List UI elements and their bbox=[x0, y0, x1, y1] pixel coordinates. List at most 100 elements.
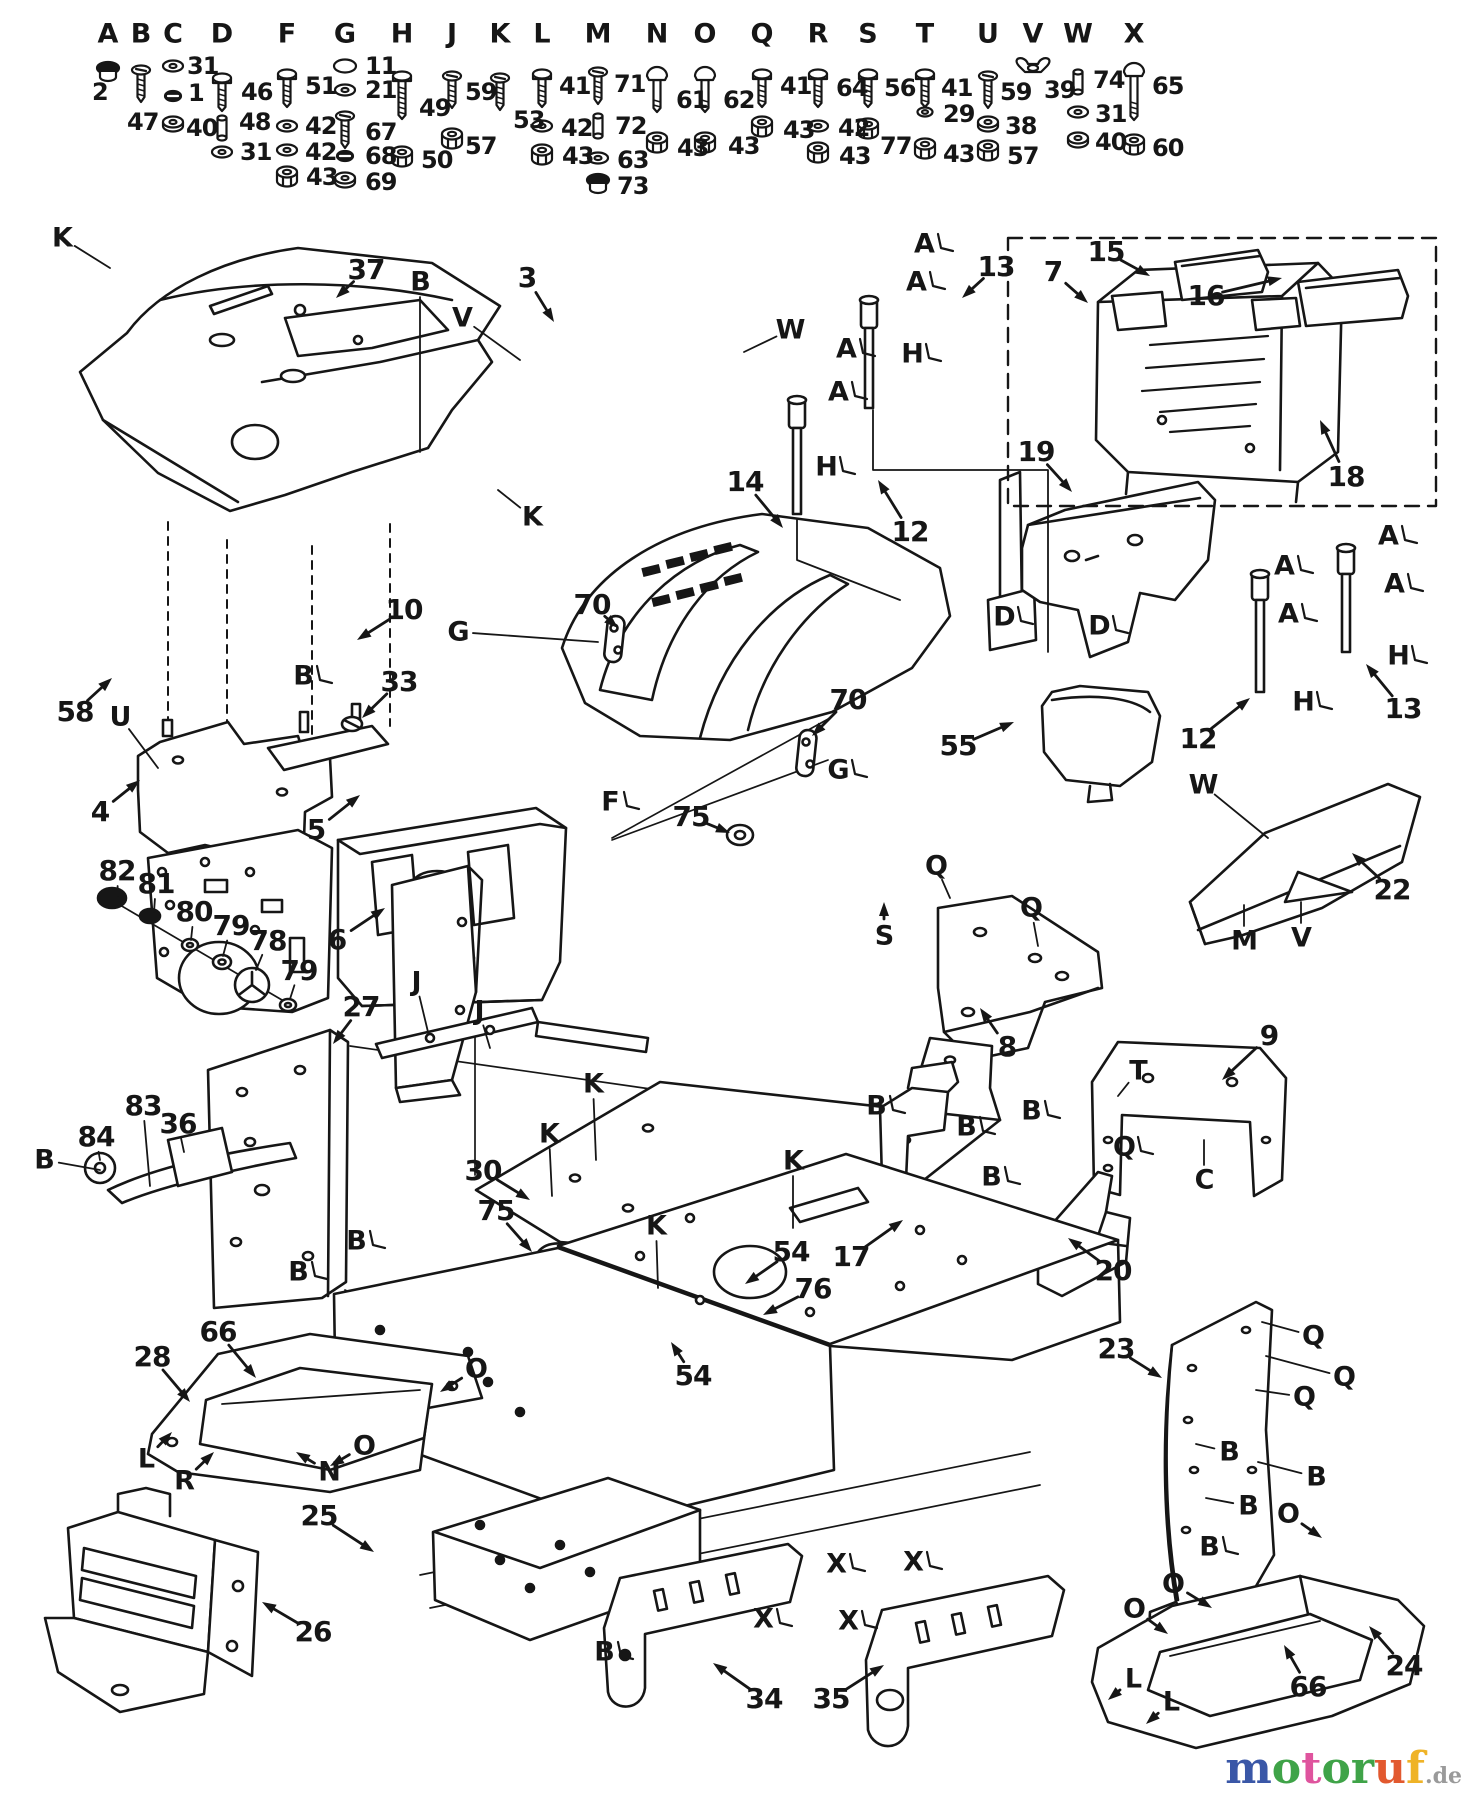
callout-arrow-line bbox=[1289, 1655, 1301, 1674]
hardware-part-number-M-63: 63 bbox=[617, 146, 649, 174]
callout-78-35: 78 bbox=[249, 924, 288, 957]
motoruf-watermark[interactable]: motoruf.de bbox=[1225, 1743, 1462, 1794]
callout-K-51: K bbox=[52, 222, 73, 254]
callout-5-6: 5 bbox=[306, 813, 327, 846]
callout-arrow-line bbox=[331, 1523, 364, 1546]
hardware-column-letter-N: N bbox=[645, 18, 669, 50]
fastener-icon-washer bbox=[161, 59, 185, 73]
callout-13-49: 13 bbox=[1384, 692, 1423, 725]
callout-arrow-line bbox=[327, 802, 351, 821]
fastener-icon-washer bbox=[275, 143, 299, 157]
callout-20-29: 20 bbox=[1094, 1254, 1133, 1287]
hardware-part-number-J-57: 57 bbox=[465, 132, 497, 160]
callout-arrow-line bbox=[1209, 705, 1241, 730]
callout-arrow-line bbox=[863, 1226, 893, 1249]
callout-leader-line bbox=[1257, 1461, 1303, 1475]
part-bracket-9 bbox=[1090, 1040, 1288, 1198]
fastener-icon-washer bbox=[530, 119, 554, 133]
callout-leader-line bbox=[497, 489, 522, 509]
callout-13-14: 13 bbox=[977, 250, 1016, 283]
callout-K-86: K bbox=[783, 1145, 804, 1177]
watermark-letter: u bbox=[1374, 1743, 1407, 1794]
fastener-icon-spacer bbox=[216, 114, 228, 142]
callout-A-61: A bbox=[836, 333, 857, 365]
fastener-icon-bolt bbox=[751, 68, 773, 109]
callout-U-57: U bbox=[109, 701, 132, 733]
callout-O-116: O bbox=[1123, 1593, 1146, 1625]
callout-O-97: O bbox=[353, 1430, 376, 1462]
callout-58-3: 58 bbox=[56, 695, 95, 728]
fastener-icon-bolt bbox=[276, 68, 298, 109]
callout-tick bbox=[850, 380, 869, 401]
callout-arrow-head bbox=[604, 614, 618, 628]
callout-A-72: A bbox=[1378, 520, 1399, 552]
callout-W-75: W bbox=[1188, 769, 1219, 801]
fastener-icon-nut bbox=[530, 143, 554, 166]
hardware-part-number-F-43: 43 bbox=[306, 163, 338, 191]
callout-arrow-line bbox=[1376, 1635, 1395, 1655]
hardware-column-letter-D: D bbox=[210, 18, 234, 50]
callout-83-37: 83 bbox=[124, 1089, 163, 1122]
callout-A-65: A bbox=[906, 266, 927, 298]
callout-arrow-line bbox=[1077, 1244, 1101, 1263]
callout-arrow-head bbox=[1267, 276, 1282, 287]
callout-O-98: O bbox=[465, 1353, 488, 1385]
callout-arrow-head bbox=[515, 1188, 530, 1200]
part-plate-8 bbox=[936, 894, 1104, 1062]
callout-T-87: T bbox=[1129, 1055, 1147, 1087]
callout-arrow-line bbox=[603, 614, 609, 621]
callout-arrow-head bbox=[177, 1388, 190, 1402]
part-panel-23 bbox=[1146, 1300, 1276, 1654]
callout-arrow-head bbox=[1197, 1596, 1212, 1608]
callout-arrow-line bbox=[156, 1440, 164, 1449]
callout-18-18: 18 bbox=[1327, 460, 1366, 493]
callout-arrow-line bbox=[86, 686, 104, 702]
part-lever-group-83 bbox=[83, 1126, 298, 1205]
callout-arrow-line bbox=[505, 1222, 525, 1243]
callout-tick bbox=[928, 270, 947, 291]
part-rail-j bbox=[374, 1006, 650, 1060]
callout-A-64: A bbox=[914, 228, 935, 260]
part-chassis-25 bbox=[332, 1152, 1258, 1642]
callout-tick bbox=[1136, 1135, 1155, 1156]
callout-tick bbox=[925, 1550, 944, 1571]
callout-leader-line bbox=[57, 1161, 101, 1171]
hardware-part-number-B-47: 47 bbox=[127, 108, 159, 136]
callout-arrow-head bbox=[1307, 1525, 1322, 1538]
callout-arrow-head bbox=[1284, 1645, 1296, 1660]
callout-tick bbox=[368, 1229, 387, 1250]
callout-arrow-line bbox=[111, 787, 131, 803]
callout-arrow-head bbox=[1068, 1238, 1083, 1251]
callout-B-56: B bbox=[293, 660, 314, 692]
callout-arrow-head bbox=[243, 1364, 256, 1378]
part-bracket-34 bbox=[602, 1542, 804, 1708]
callout-arrow-head bbox=[440, 1380, 455, 1392]
fastener-icon-screw bbox=[587, 66, 609, 106]
callout-80-33: 80 bbox=[175, 895, 214, 928]
callout-arrow-head bbox=[370, 908, 385, 920]
callout-arrow-head bbox=[1369, 1626, 1382, 1640]
callout-tick bbox=[1406, 572, 1425, 593]
callout-84-39: 84 bbox=[77, 1120, 116, 1153]
hardware-part-number-C-40: 40 bbox=[186, 114, 218, 142]
callout-arrow-line bbox=[272, 1607, 300, 1625]
callout-9-21: 9 bbox=[1259, 1019, 1280, 1052]
fastener-icon-screw bbox=[489, 72, 511, 112]
callout-8-20: 8 bbox=[997, 1030, 1018, 1063]
callout-arrow-line bbox=[450, 1376, 464, 1386]
fastener-icon-clip bbox=[163, 89, 183, 103]
callout-arrow-line bbox=[705, 822, 719, 830]
hardware-part-number-G-67: 67 bbox=[365, 118, 397, 146]
callout-tick bbox=[1111, 614, 1130, 635]
callout-76-27: 76 bbox=[794, 1272, 833, 1305]
hardware-part-number-A-2: 2 bbox=[92, 78, 109, 106]
callout-arrow-head bbox=[296, 1452, 311, 1464]
callout-arrow-head bbox=[359, 1540, 374, 1552]
hardware-column-letter-J: J bbox=[446, 18, 458, 50]
callout-arrow-head bbox=[98, 678, 112, 692]
callout-B-93: B bbox=[866, 1090, 887, 1122]
watermark-suffix: .de bbox=[1424, 1763, 1462, 1789]
watermark-letter: m bbox=[1225, 1743, 1272, 1794]
callout-V-77: V bbox=[1291, 922, 1312, 954]
callout-J-81: J bbox=[411, 966, 421, 998]
